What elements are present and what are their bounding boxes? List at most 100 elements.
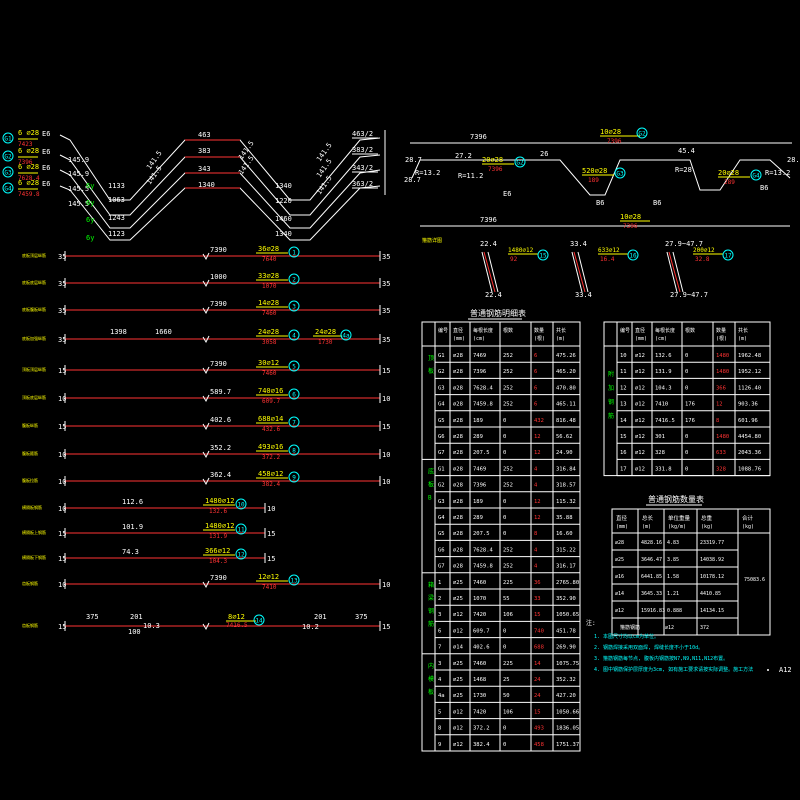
bar-circle-11-ring bbox=[235, 548, 247, 560]
bar-circle-8-ring bbox=[288, 471, 300, 483]
bar-end-left-9: 10 bbox=[58, 505, 66, 513]
tr-sec-bar-c-0 bbox=[483, 251, 496, 293]
bar-end-left-0: 35 bbox=[58, 253, 66, 261]
t2-group-1: 加 bbox=[608, 384, 614, 392]
t1-cell-3-1-0: 4 bbox=[438, 677, 442, 683]
tr-tag-circle-0-ring bbox=[514, 156, 526, 168]
t1-cell-0-1-4: 6 bbox=[534, 369, 537, 375]
t1-group-1-0: 底 bbox=[428, 467, 434, 475]
t1-group-3-2: 板 bbox=[428, 688, 434, 696]
bar-tag-10: 1480⌀12 bbox=[205, 522, 235, 530]
bar-sub-6: 432.6 bbox=[262, 426, 280, 433]
t2-cell-4-5: 601.96 bbox=[738, 418, 758, 424]
t2-cell-6-1: ⌀12 bbox=[635, 450, 645, 456]
bar-end-right-6: 15 bbox=[382, 423, 390, 431]
bar-sub-9: 132.6 bbox=[209, 508, 227, 515]
bar-end-right-4: 15 bbox=[382, 367, 390, 375]
tr-sec-bar-a-1 bbox=[571, 251, 583, 293]
tr-sec-circle-1-ring bbox=[627, 249, 639, 261]
tl-circle-G2-label: G2 bbox=[4, 154, 12, 161]
t1-cell-0-3-0: G4 bbox=[438, 402, 445, 408]
tl-circle-G4-label: G4 bbox=[4, 186, 12, 193]
bar-len-8: 362.4 bbox=[210, 471, 231, 479]
t3-u-1: (m) bbox=[642, 524, 651, 530]
t1-cell-1-6-1: ⌀28 bbox=[453, 564, 463, 570]
bar-sub-8: 382.4 bbox=[262, 481, 280, 488]
bar-circle-3-ring bbox=[288, 329, 300, 341]
t1-cell-1-5-5: 315.22 bbox=[556, 547, 576, 553]
bar-end-right-7: 10 bbox=[382, 451, 390, 459]
t2-cell-0-5: 1962.48 bbox=[738, 353, 761, 359]
bar-end-left-4: 15 bbox=[58, 367, 66, 375]
tl-tag-1: 6 ⌀28 bbox=[18, 147, 39, 155]
tl-vnum-0: 1133 bbox=[108, 182, 125, 190]
tr-profile bbox=[411, 159, 791, 196]
bar-tag-11: 366⌀12 bbox=[205, 547, 230, 555]
bar-len-0: 7390 bbox=[210, 246, 227, 254]
tr-sec-top-0: 22.4 bbox=[480, 240, 497, 248]
tl-circle-G1-ring bbox=[2, 132, 14, 144]
t2-cell-5-5: 4454.80 bbox=[738, 434, 761, 440]
t2-cell-3-3: 176 bbox=[685, 402, 695, 408]
t1-cell-3-4-4: 493 bbox=[534, 726, 544, 732]
bar-end-left-3: 35 bbox=[58, 336, 66, 344]
bar-tag-4: 30⌀12 bbox=[258, 359, 279, 367]
bar-len-10: 101.9 bbox=[122, 523, 143, 531]
t1-group-3-1: 模 bbox=[428, 675, 434, 683]
t2-cell-1-0: 11 bbox=[620, 369, 627, 375]
bar-break-12 bbox=[202, 580, 210, 589]
bar-circle-1-ring bbox=[288, 273, 300, 285]
tl-e6-1: E6 bbox=[42, 148, 50, 156]
t1-h-4: 数量 bbox=[534, 327, 544, 334]
t2-u-5: (m) bbox=[738, 336, 747, 342]
t1-cell-2-4-3: 0 bbox=[503, 645, 506, 651]
bar-break-2 bbox=[202, 306, 210, 315]
tl-rightnum-1: 1220 bbox=[275, 197, 292, 205]
t1-cell-0-2-2: 7628.4 bbox=[473, 385, 494, 391]
t2-cell-1-5: 1952.12 bbox=[738, 369, 761, 375]
t2-cell-2-1: ⌀12 bbox=[635, 385, 645, 391]
bar-circle-5-label: 6 bbox=[292, 392, 296, 399]
t2-cell-6-2: 328 bbox=[655, 450, 665, 456]
t3-cell-3-2: 1.21 bbox=[667, 591, 679, 597]
notes-heading: 注: bbox=[586, 619, 596, 627]
tr-sec-sub-1: 16.4 bbox=[600, 256, 615, 263]
notes-dot bbox=[767, 669, 769, 671]
t2-border bbox=[603, 321, 771, 477]
t1-cell-3-2-3: 50 bbox=[503, 693, 510, 699]
bar-label-13: 齿板钢筋 bbox=[22, 622, 38, 628]
t1-cell-3-2-1: ⌀25 bbox=[453, 693, 463, 699]
bar-circle-13-label: 14 bbox=[255, 618, 263, 625]
tr-b6-0: B6 bbox=[596, 199, 604, 207]
tl-rlabel-2: 343/2 bbox=[352, 164, 373, 172]
t1-cell-1-6-2: 7459.8 bbox=[473, 564, 493, 570]
bar-end-right-8: 10 bbox=[382, 478, 390, 486]
tr-sec-circle-1-label: 16 bbox=[629, 253, 637, 260]
t1-cell-1-5-4: 4 bbox=[534, 547, 538, 553]
bar-len-5: 589.7 bbox=[210, 388, 231, 396]
t3-total: 75083.6 bbox=[744, 577, 765, 583]
bar-circle-4-ring bbox=[288, 360, 300, 372]
t1-cell-2-3-3: 0 bbox=[503, 628, 506, 634]
tr-dim-right: 28.7 bbox=[787, 156, 800, 164]
bar-sub2-3: 1730 bbox=[318, 339, 333, 346]
tl-tag-sub-0: 7423 bbox=[18, 141, 33, 148]
bar-end-right-1: 35 bbox=[382, 280, 390, 288]
tl-tag-0: 6 ⌀28 bbox=[18, 129, 39, 137]
t2-cell-6-4: 633 bbox=[716, 450, 726, 456]
t1-cell-0-4-5: 816.48 bbox=[556, 418, 576, 424]
t1-cell-2-2-1: ⌀12 bbox=[453, 612, 463, 618]
t1-u-1: (mm) bbox=[453, 336, 465, 342]
bar-circle-6-label: 7 bbox=[292, 420, 296, 427]
bar-circle-10-label: 11 bbox=[237, 527, 245, 534]
t2-cell-0-4: 1480 bbox=[716, 353, 729, 359]
t1-cell-1-0-0: G1 bbox=[438, 466, 445, 472]
tl-circle-G2-ring bbox=[2, 150, 14, 162]
t1-h-2: 每根长度 bbox=[473, 327, 493, 334]
tr-dim-left: 28.7 bbox=[405, 156, 422, 164]
t1-group-2-0: 箱 bbox=[428, 581, 434, 589]
t2-cell-3-5: 903.36 bbox=[738, 402, 758, 408]
bar-end-left-8: 10 bbox=[58, 478, 66, 486]
t1-cell-1-3-0: G4 bbox=[438, 515, 445, 521]
t3-cell-0-3: 23319.77 bbox=[700, 540, 724, 546]
